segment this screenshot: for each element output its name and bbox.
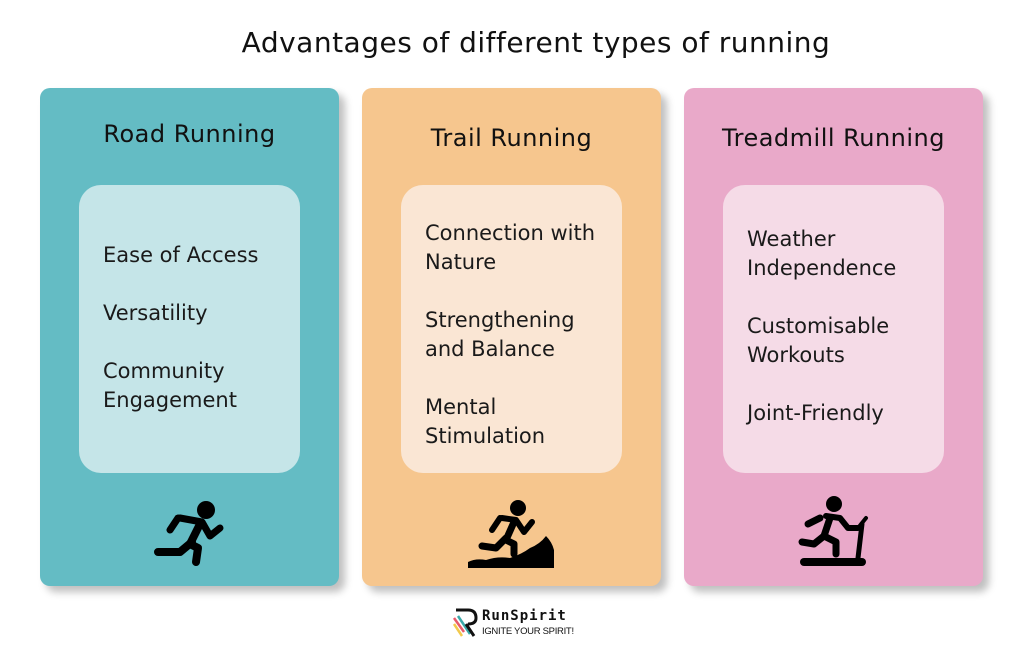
page-title: Advantages of different types of running [241, 26, 831, 59]
trail-runner-icon [468, 500, 554, 568]
running-person-icon [154, 501, 224, 566]
brand-logo: RunSpirit IGNITE YOUR SPIRIT! [452, 606, 582, 642]
advantage-item: Strengthening and Balance [425, 308, 575, 361]
treadmill-runner-icon [798, 496, 868, 566]
advantage-item: Connection with Nature [425, 221, 596, 274]
advantage-item: Ease of Access [103, 243, 259, 267]
advantages-panel: Ease of Access Versatility Community Eng… [79, 185, 300, 473]
advantage-item: Customisable Workouts [747, 314, 890, 367]
card-heading: Treadmill Running [721, 124, 946, 152]
brand-name: RunSpirit [482, 608, 567, 624]
advantage-item: Weather Independence [747, 227, 897, 280]
card-heading: Trail Running [430, 124, 593, 152]
advantage-item: Joint-Friendly [747, 401, 884, 425]
advantages-panel: Weather Independence Customisable Workou… [723, 185, 944, 473]
advantage-item: Community Engagement [103, 359, 237, 412]
runspirit-logo-icon [452, 608, 478, 637]
brand-tagline: IGNITE YOUR SPIRIT! [482, 626, 574, 637]
card-heading: Road Running [103, 120, 276, 148]
card-trail-running: Trail Running Connection with Nature Str… [362, 88, 661, 586]
card-treadmill-running: Treadmill Running Weather Independence C… [684, 88, 983, 586]
advantages-panel: Connection with Nature Strengthening and… [401, 185, 622, 473]
card-road-running: Road Running Ease of Access Versatility … [40, 88, 339, 586]
advantage-item: Mental Stimulation [425, 395, 546, 448]
advantage-item: Versatility [103, 301, 208, 325]
